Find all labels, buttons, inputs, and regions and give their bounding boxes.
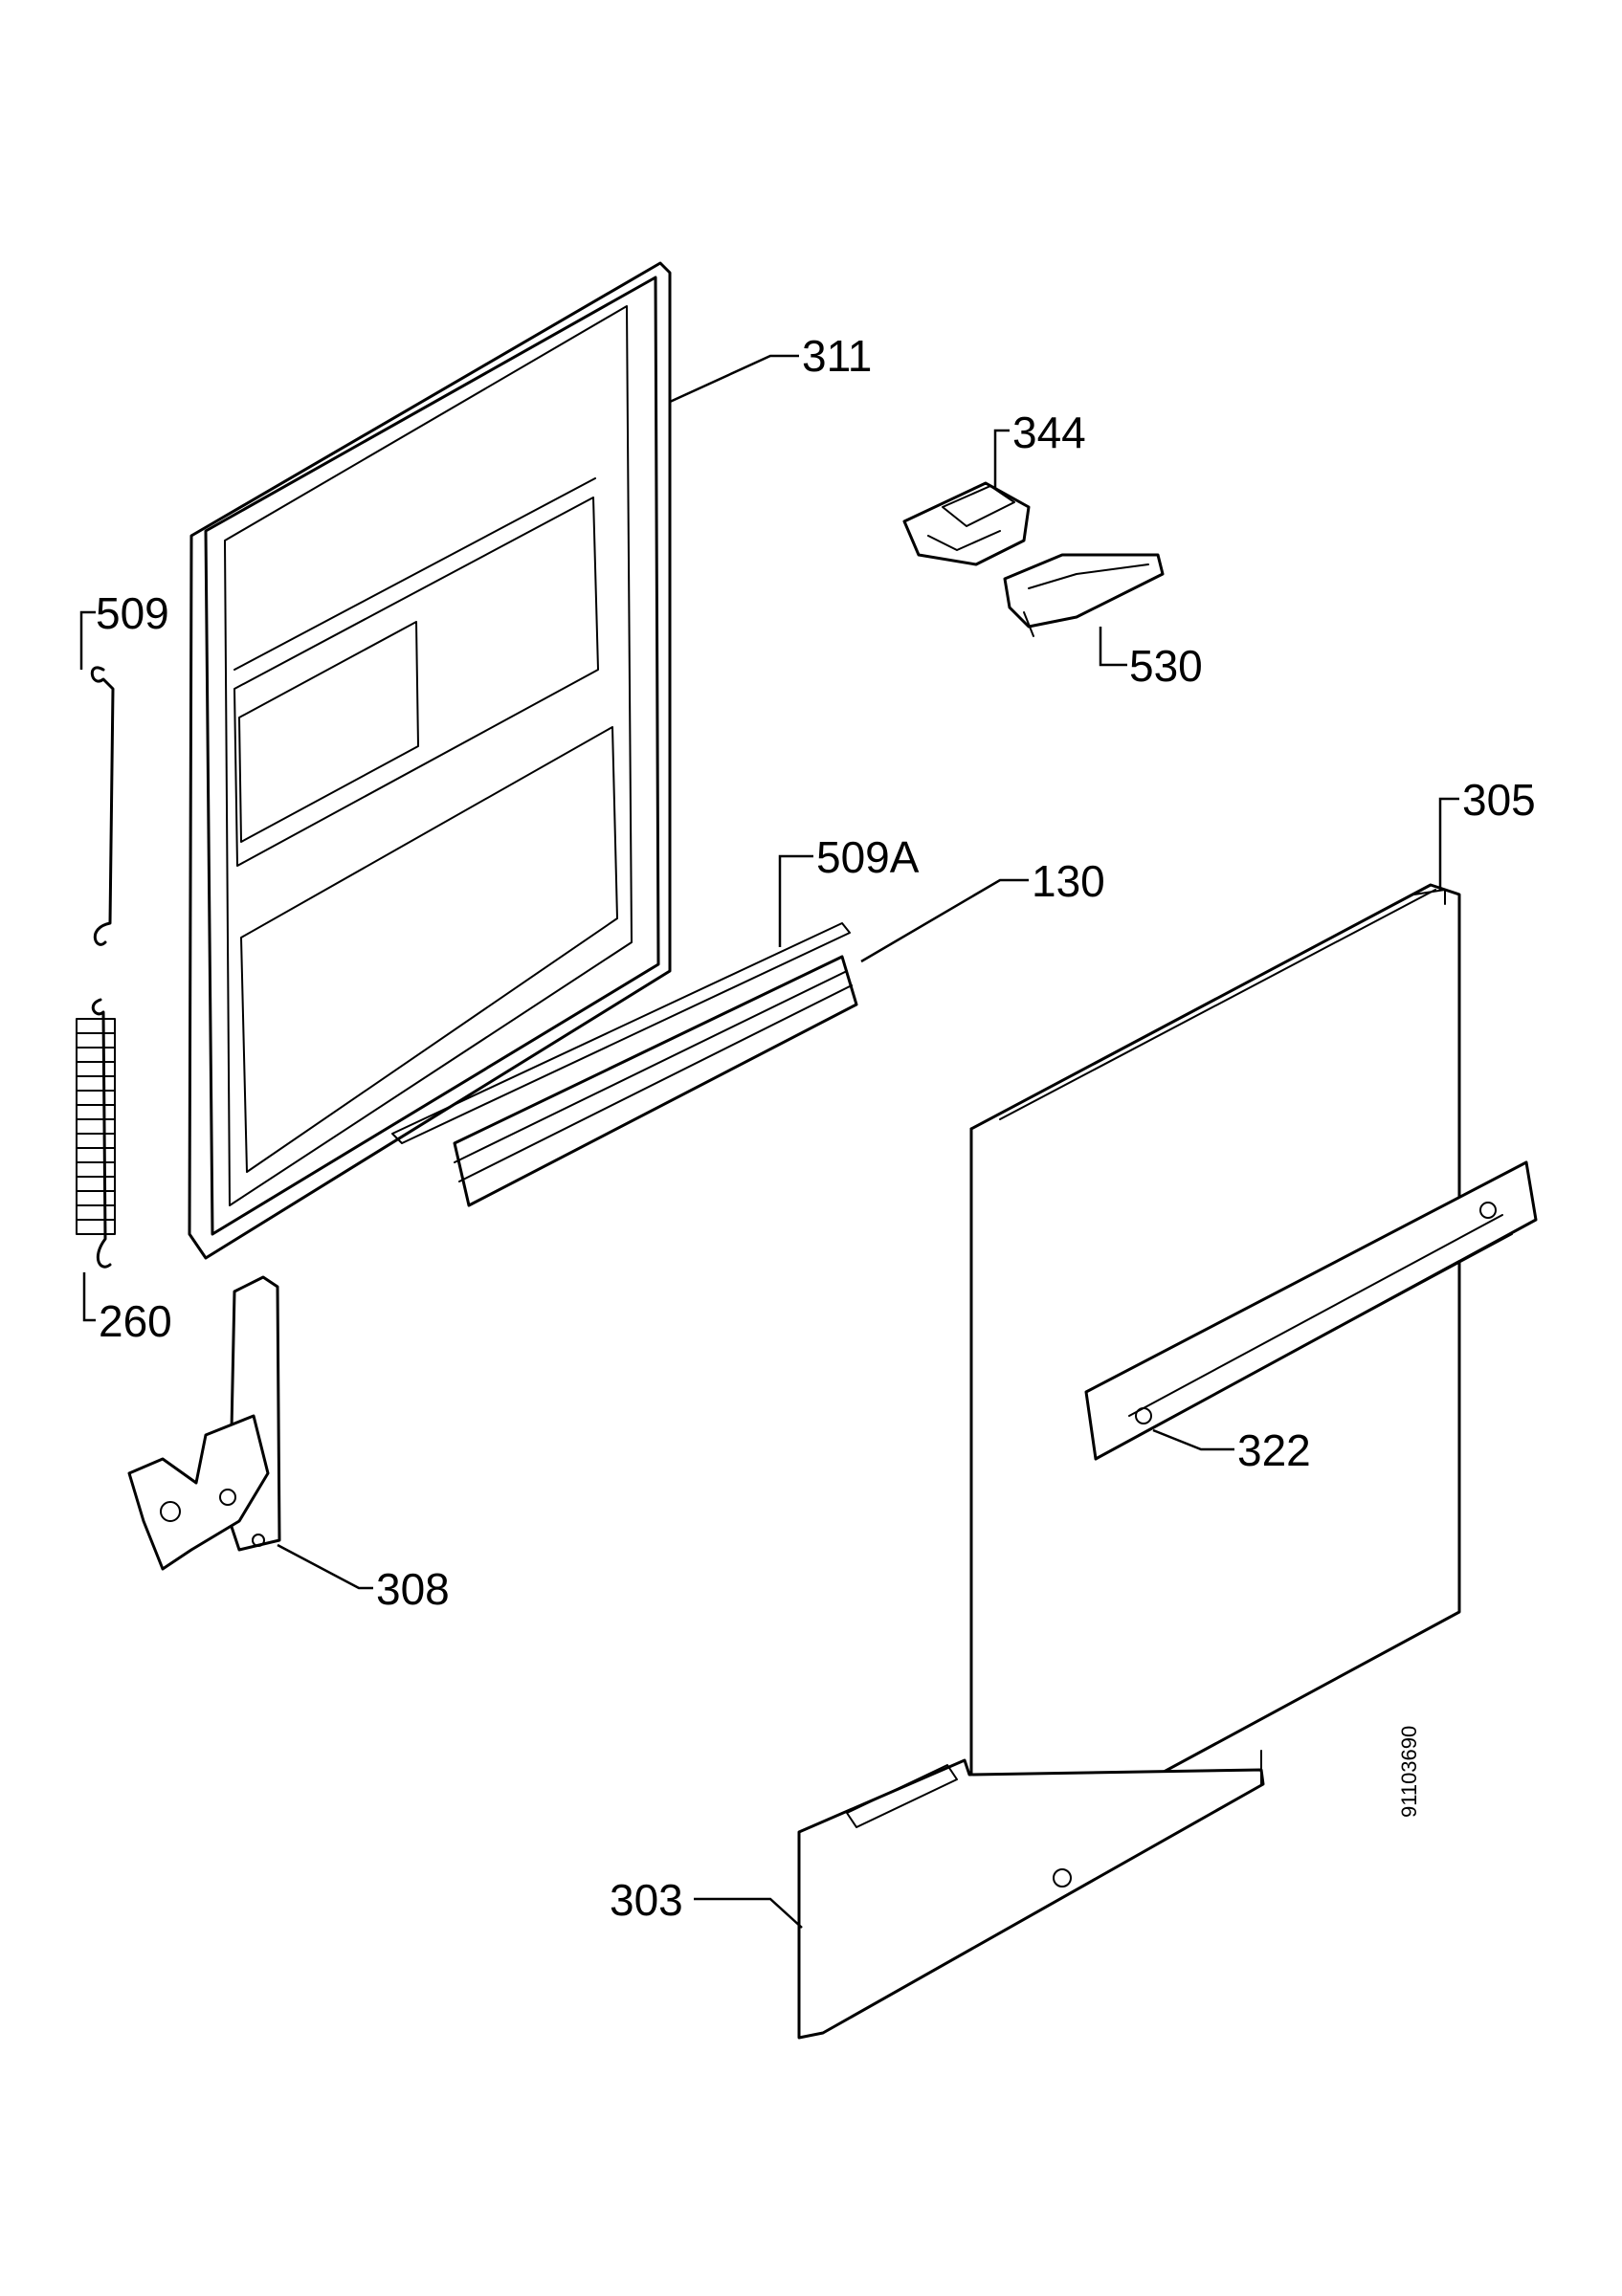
part-530-latch [1003,553,1165,637]
leader-260 [82,1272,96,1322]
part-344-door-lock [902,481,1031,566]
callout-305: 305 [1462,775,1536,825]
callout-509: 509 [96,588,169,638]
leader-303 [694,1897,803,1929]
leader-509 [79,610,96,670]
callout-130: 130 [1032,856,1105,906]
leader-322 [1152,1428,1234,1451]
leader-311 [669,354,799,404]
leader-305 [1438,797,1459,890]
leader-130 [860,878,1029,963]
callout-322: 322 [1237,1425,1311,1475]
leader-308 [277,1543,373,1590]
part-509-hook-rod [90,666,115,946]
leader-lines [79,354,1459,1929]
callout-530: 530 [1129,641,1203,691]
drawing-number: 91103690 [1397,1726,1421,1818]
leader-344 [993,429,1010,488]
part-130-seal [453,955,858,1207]
part-311-inner-door [188,261,672,1260]
part-509a-rod [391,922,851,1144]
callout-308: 308 [376,1564,450,1614]
leader-530 [1099,627,1127,667]
part-322-rail [1084,1160,1538,1461]
callout-509a: 509A [816,832,920,882]
part-303-kick-plate [797,1750,1265,2040]
leader-509a [778,854,813,947]
callout-303: 303 [610,1875,683,1925]
callout-311: 311 [802,331,872,381]
callout-344: 344 [1012,408,1086,457]
callout-260: 260 [99,1296,172,1346]
part-308-hinge [127,1275,281,1571]
part-260-spring [76,998,116,1269]
